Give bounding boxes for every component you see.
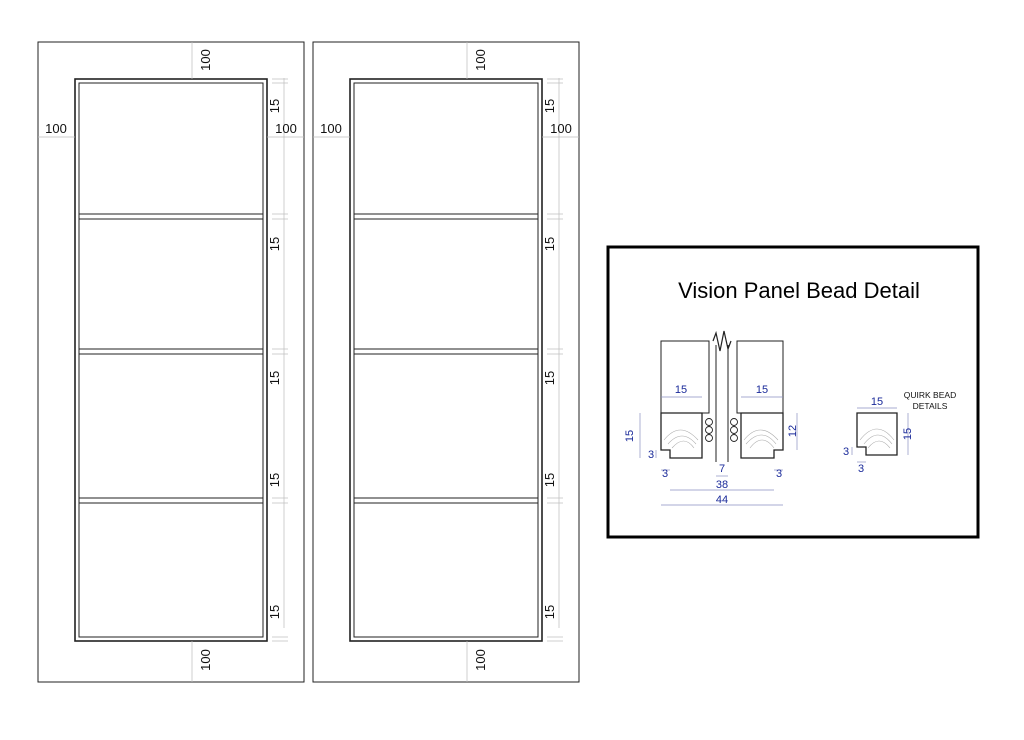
dimension-lines [313, 42, 579, 682]
dim-right-stile: 100 [275, 121, 297, 136]
quirk-bead-drawing [851, 407, 909, 463]
dim-bottom-rail: 100 [473, 649, 488, 671]
dim-bead-width-left: 15 [675, 384, 687, 396]
bead-right [740, 412, 784, 459]
dim-quirk-left-v: 3 [648, 449, 654, 461]
dim-top-rail: 100 [473, 49, 488, 71]
dim-overall-width: 44 [716, 494, 728, 506]
bead-detail-border [606, 245, 980, 539]
bead-detail-title: Vision Panel Bead Detail [678, 278, 920, 303]
bead-section-drawing [639, 330, 798, 506]
dim-glazing-bar: 15 [542, 237, 557, 251]
section-dimension-lines [639, 396, 798, 506]
dim-glazing-bar: 15 [267, 99, 282, 113]
dim-glazing-bar: 15 [542, 99, 557, 113]
door-elevation-1 [37, 41, 305, 683]
bead-detail-panel: Vision Panel Bead Detail [606, 245, 980, 539]
dim-glazing-bar: 15 [267, 473, 282, 487]
quirk-bead [856, 412, 898, 456]
dim-glazing-bar: 15 [542, 605, 557, 619]
door-leaf-outline [37, 41, 305, 683]
dim-bead-width-right: 15 [756, 384, 768, 396]
vision-panel-frame-inner [353, 82, 539, 638]
dim-quirk-left-h: 3 [662, 468, 668, 480]
dim-glazing-bar: 15 [267, 371, 282, 385]
dim-bead-height-right: 12 [787, 425, 799, 437]
vision-panel-frame-outer [349, 78, 543, 642]
door-leaf-outline [312, 41, 580, 683]
dim-inner-width: 38 [716, 479, 728, 491]
door-elevation-2 [312, 41, 580, 683]
wood-grain [663, 429, 779, 449]
dim-bead-height-left: 15 [624, 430, 636, 442]
glazing-tape [705, 418, 738, 442]
glazing-bars [354, 213, 538, 504]
dim-left-stile: 100 [320, 121, 342, 136]
dim-right-stile: 100 [550, 121, 572, 136]
dim-quirk-height: 15 [902, 428, 914, 440]
glazing-bars [79, 213, 263, 504]
dim-quirk-v: 3 [843, 446, 849, 458]
dim-glazing-bar: 15 [267, 605, 282, 619]
dimension-lines [38, 42, 304, 682]
vision-panel-frame-inner [78, 82, 264, 638]
vision-panel-frame-outer [74, 78, 268, 642]
dim-glazing-bar: 15 [542, 371, 557, 385]
quirk-note-line2: DETAILS [913, 401, 948, 411]
dim-quirk-right-h: 3 [776, 468, 782, 480]
dim-glazing-bar: 15 [542, 473, 557, 487]
dim-top-rail: 100 [198, 49, 213, 71]
quirk-note-line1: QUIRK BEAD [904, 390, 956, 400]
dim-bottom-rail: 100 [198, 649, 213, 671]
dim-quirk-h: 3 [858, 463, 864, 475]
bead-left [660, 412, 703, 459]
dim-glass-gap: 7 [719, 463, 725, 475]
dim-left-stile: 100 [45, 121, 67, 136]
dim-quirk-width: 15 [871, 396, 883, 408]
dim-glazing-bar: 15 [267, 237, 282, 251]
